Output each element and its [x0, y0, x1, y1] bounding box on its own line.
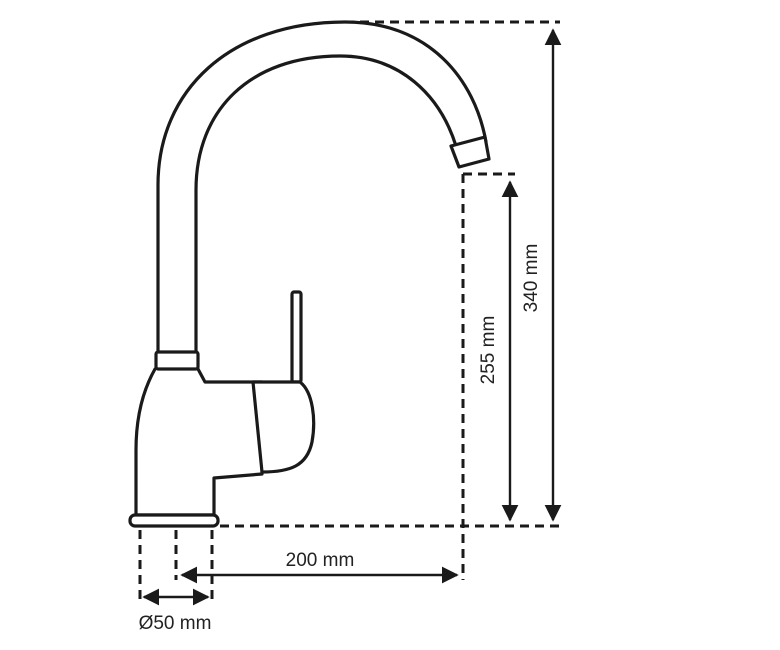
dimension-arrows [142, 28, 562, 606]
lever-cap [251, 380, 316, 474]
extension-lines [138, 20, 560, 602]
spout-inner-outline [194, 54, 458, 354]
lever-handle [290, 290, 303, 384]
spout-reach-label: 200 mm [286, 550, 355, 571]
spout-tip [449, 135, 491, 169]
total-height-label: 340 mm [521, 244, 542, 313]
spout-outline [156, 20, 488, 354]
base-diameter-label: Ø50 mm [139, 613, 212, 634]
faucet-body [134, 367, 264, 517]
base-ring [128, 513, 220, 528]
faucet-drawing [128, 20, 491, 528]
collar-ring [154, 350, 200, 371]
spout-height-label: 255 mm [478, 316, 499, 385]
